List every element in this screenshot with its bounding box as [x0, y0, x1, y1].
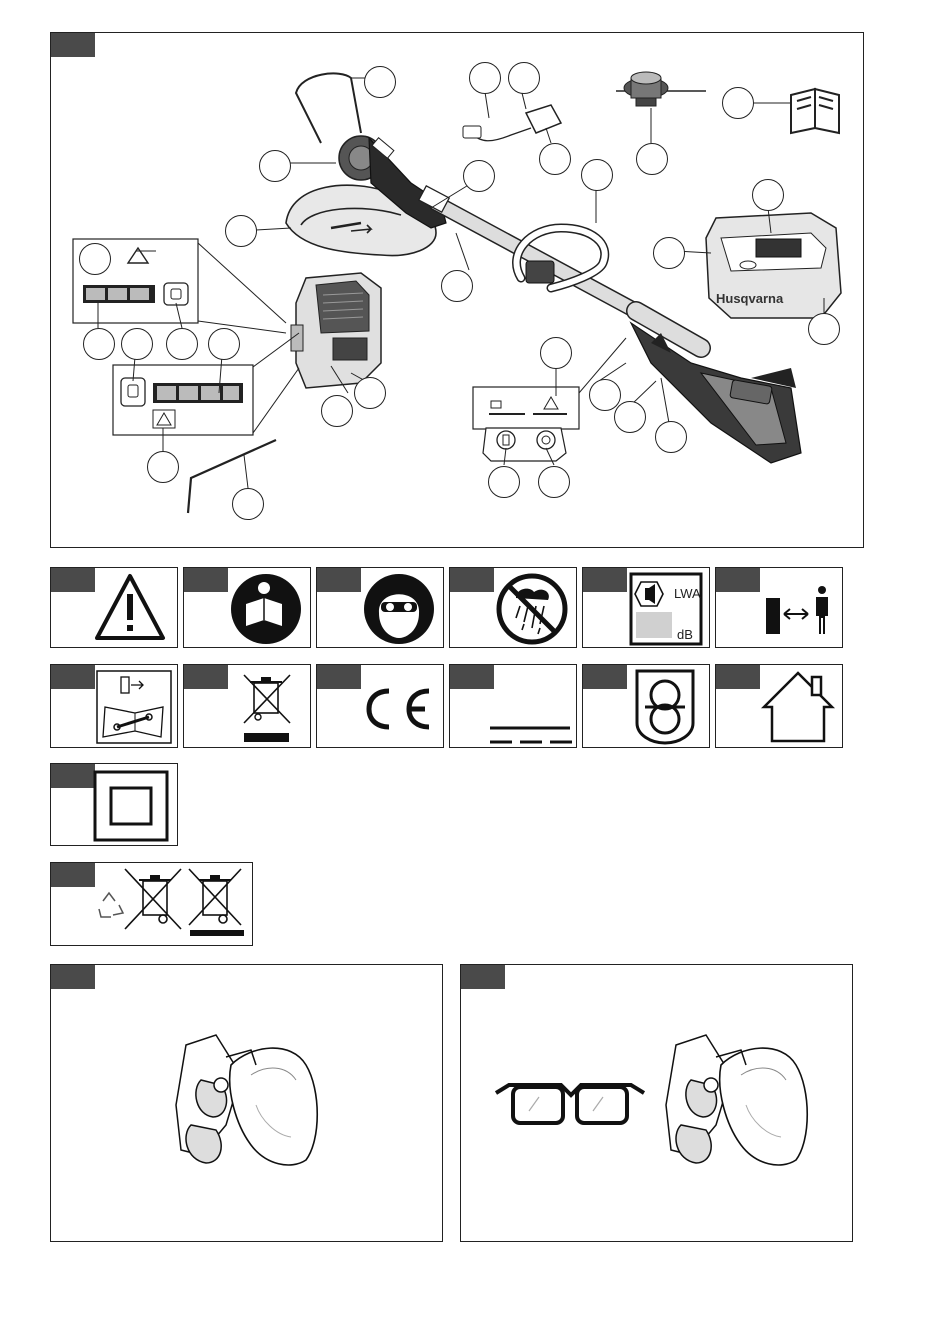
double-insulation-icon: [51, 764, 178, 846]
recycle-icon: [99, 893, 123, 917]
shaft: [419, 186, 701, 348]
manual-book-icon: [791, 89, 839, 133]
callout-loop-handle: [581, 159, 613, 191]
remove-battery-before-maintenance-icon: [51, 665, 178, 748]
house-icon: [716, 665, 843, 748]
power-adapter: [463, 105, 561, 141]
symbol-read-manual: [183, 567, 311, 648]
callout-control-panel: [589, 379, 621, 411]
direct-current-icon: [450, 665, 577, 748]
symbol-noise-level: LWA dB: [582, 567, 710, 648]
callout-trimmer-head: [636, 143, 668, 175]
symbol-weee: [183, 664, 311, 748]
crossed-bin-battery-icon: [125, 869, 181, 929]
safety-distance-icon: [716, 568, 843, 648]
db-label: dB: [677, 627, 693, 642]
callout-battery: [354, 377, 386, 409]
crossed-bin-product-icon: [189, 869, 244, 936]
symbol-dc-current: [449, 664, 577, 748]
callout-shaft-coupling: [463, 160, 495, 192]
callout-savE-button: [538, 466, 570, 498]
callout-warning-control: [540, 337, 572, 369]
symbol-indoor-use: [715, 664, 843, 748]
safety-glasses-icon: [496, 1085, 644, 1123]
crossed-out-bin-icon: [184, 665, 311, 748]
callout-power-button: [488, 466, 520, 498]
callout-led-bar-top: [83, 328, 115, 360]
callout-manual: [722, 87, 754, 119]
callout-cable: [539, 143, 571, 175]
symbol-safety-transformer: [582, 664, 710, 748]
figure-overview-panel: Husqvarna: [50, 32, 864, 548]
symbol-class-2: [50, 763, 178, 846]
symbol-warning: [50, 567, 178, 648]
warning-triangle-icon: [51, 568, 178, 648]
callout-trigger-lock: [614, 401, 646, 433]
callout-charger-base: [808, 313, 840, 345]
callout-motor: [259, 150, 291, 182]
callout-adapter-plug: [469, 62, 501, 94]
callout-trigger: [655, 421, 687, 453]
lwa-label: LWA: [674, 586, 701, 601]
callout-led-bar-bottom: [208, 328, 240, 360]
callout-hex-key: [232, 488, 264, 520]
battery-pack: [291, 273, 381, 388]
charger: Husqvarna: [706, 213, 841, 318]
ppe-panel-left: [50, 964, 443, 1242]
read-manual-icon: [184, 568, 311, 648]
trimmer-head: [616, 72, 706, 106]
callout-button-bottom: [121, 328, 153, 360]
callout-warning-led: [79, 243, 111, 275]
callout-button-top: [166, 328, 198, 360]
callout-warning-bottom: [147, 451, 179, 483]
callout-charger: [653, 237, 685, 269]
symbol-no-rain: [449, 567, 577, 648]
noise-level-icon: LWA dB: [583, 568, 710, 648]
no-rain-icon: [450, 568, 577, 648]
glasses-ear-face-protection-drawing: [461, 965, 853, 1242]
symbol-maintenance: [50, 664, 178, 748]
callout-wire-bail: [364, 66, 396, 98]
symbol-recycling: [50, 862, 253, 946]
symbol-eye-protection: [316, 567, 444, 648]
ce-mark-icon: [317, 665, 444, 748]
callout-adapter: [508, 62, 540, 94]
callout-battery-latch: [321, 395, 353, 427]
symbol-ce: [316, 664, 444, 748]
charger-brand-text: Husqvarna: [716, 291, 784, 306]
recycling-bins-icon: [51, 863, 253, 946]
callout-shaft: [441, 270, 473, 302]
ppe-panel-right: [460, 964, 853, 1242]
callout-charger-slot: [752, 179, 784, 211]
symbol-safety-distance: [715, 567, 843, 648]
wire-bail: [296, 73, 361, 143]
eye-protection-icon: [317, 568, 444, 648]
callout-guard: [225, 215, 257, 247]
ear-and-face-protection-drawing: [51, 965, 443, 1242]
safety-isolating-transformer-icon: [583, 665, 710, 748]
